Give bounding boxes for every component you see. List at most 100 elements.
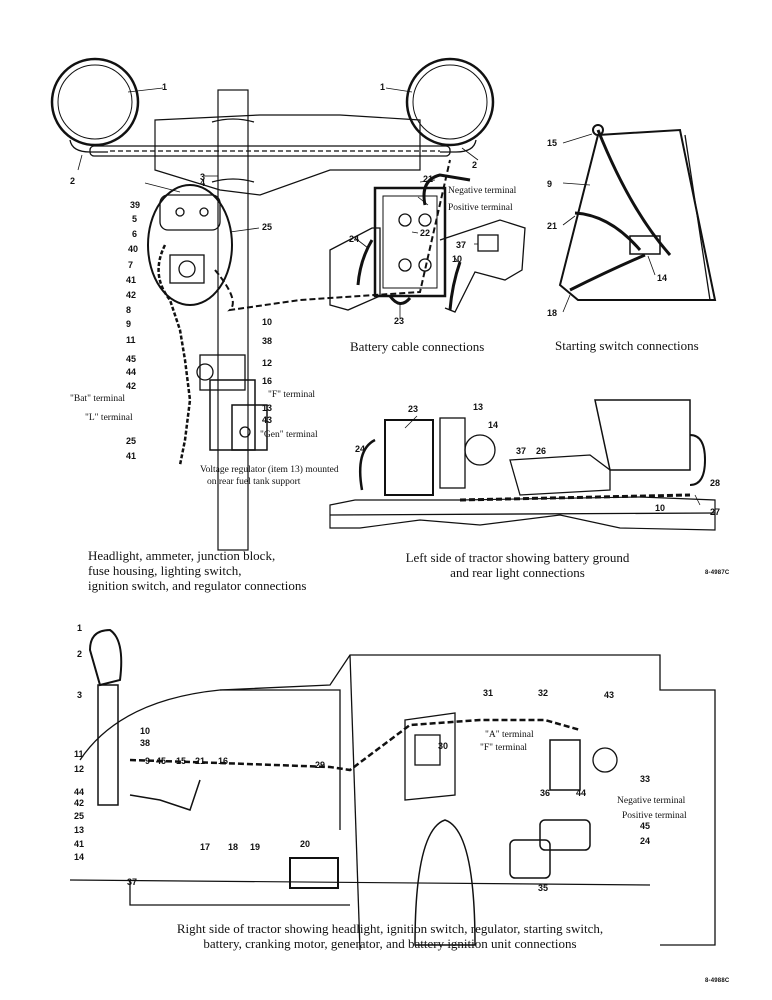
caption-line: Headlight, ammeter, junction block, xyxy=(88,548,276,563)
callout-number: 1 xyxy=(77,623,82,633)
callout-number: 12 xyxy=(262,358,272,368)
callout-number: 13 xyxy=(262,403,272,413)
terminal-note: Negative terminal xyxy=(617,796,686,806)
callout-number: 22 xyxy=(420,228,430,238)
callout-number: 10 xyxy=(262,317,272,327)
callout-number: 24 xyxy=(355,444,365,454)
callout-number: 25 xyxy=(74,811,84,821)
panel-left-side-drawing xyxy=(329,399,716,531)
callout-number: 18 xyxy=(228,842,238,852)
callout-number: 44 xyxy=(74,787,84,797)
callout-number: 10 xyxy=(655,503,665,513)
callout-number: 23 xyxy=(394,316,404,326)
callout-number: 24 xyxy=(349,234,359,244)
callout-number: 3 xyxy=(77,690,82,700)
callout-number: 18 xyxy=(547,308,557,318)
callout-number: 19 xyxy=(250,842,260,852)
caption-line: and rear light connections xyxy=(450,565,585,580)
callout-number: 42 xyxy=(126,290,136,300)
callout-number: 16 xyxy=(218,756,228,766)
callout-number: 38 xyxy=(140,738,150,748)
callout-number: 11 xyxy=(126,335,136,345)
callout-number: 44 xyxy=(126,367,136,377)
callout-number: 10 xyxy=(140,726,150,736)
callout-number: 37 xyxy=(127,877,137,887)
callout-number: 14 xyxy=(657,273,667,283)
callout-number: 13 xyxy=(473,402,483,412)
terminal-note: Negative terminal xyxy=(448,186,517,196)
caption-line: battery, cranking motor, generator, and … xyxy=(203,936,577,951)
callout-number: 6 xyxy=(132,229,137,239)
callout-number: 27 xyxy=(710,507,720,517)
terminal-note: "A" terminal xyxy=(485,730,534,740)
callout-number: 3 xyxy=(200,172,205,182)
callout-number: 21 xyxy=(547,221,557,231)
callout-number: 30 xyxy=(438,741,448,751)
callout-number: 7 xyxy=(128,260,133,270)
callout-number: 29 xyxy=(315,760,325,770)
callout-number: 40 xyxy=(128,244,138,254)
terminal-note: "Bat" terminal xyxy=(70,394,125,404)
callout-number: 21 xyxy=(195,756,205,766)
callout-number: 21 xyxy=(423,174,433,184)
starting-switch xyxy=(592,124,604,136)
callout-number: 14 xyxy=(74,852,84,862)
terminal-note: Voltage regulator (item 13) mounted xyxy=(200,464,339,475)
right-headlight xyxy=(405,57,495,147)
terminal-note: "L" terminal xyxy=(85,413,133,423)
caption-line: Right side of tractor showing headlight,… xyxy=(176,921,604,936)
figure-code-lower: 8-4988C xyxy=(705,978,730,984)
callout-number: 17 xyxy=(200,842,210,852)
callout-number: 35 xyxy=(538,883,548,893)
callout-number: 23 xyxy=(408,404,418,414)
callout-number: 10 xyxy=(452,254,462,264)
terminal-notes: "Bat" terminal "L" terminal "F" terminal "G… xyxy=(70,186,687,821)
callout-number: 12 xyxy=(74,764,84,774)
callout-number: 39 xyxy=(130,200,140,210)
caption-line: Left side of tractor showing battery gro… xyxy=(405,550,630,565)
callout-number: 13 xyxy=(74,825,84,835)
left-headlight xyxy=(50,57,140,147)
terminal-note: Positive terminal xyxy=(448,203,513,213)
callout-number: 1 xyxy=(162,82,167,92)
terminal-note: on rear fuel tank support xyxy=(207,476,301,487)
callout-number: 44 xyxy=(576,788,586,798)
caption-panel-4: Left side of tractor showing battery gro… xyxy=(385,550,650,580)
panel-starting-switch-drawing xyxy=(558,124,717,301)
callout-number: 14 xyxy=(488,420,498,430)
caption-panel-1: Headlight, ammeter, junction block, fuse… xyxy=(88,548,348,593)
callout-number: 1 xyxy=(380,82,385,92)
callout-number: 37 xyxy=(516,446,526,456)
callout-number: 26 xyxy=(536,446,546,456)
callout-number: 5 xyxy=(132,214,137,224)
callout-number: 36 xyxy=(540,788,550,798)
callout-number: 45 xyxy=(640,821,650,831)
callout-number: 41 xyxy=(126,451,136,461)
callout-number: 45 xyxy=(156,756,166,766)
terminal-note: "F" terminal xyxy=(268,390,315,400)
callout-number: 11 xyxy=(74,749,84,759)
callout-number: 8 xyxy=(126,305,131,315)
callout-number: 20 xyxy=(300,839,310,849)
callout-number: 38 xyxy=(262,336,272,346)
caption-panel-3: Starting switch connections xyxy=(555,338,699,353)
caption-panel-2: Battery cable connections xyxy=(350,339,485,354)
figure-code-upper: 8-4987C xyxy=(705,570,730,576)
callout-number: 9 xyxy=(126,319,131,329)
callout-number: 43 xyxy=(262,415,272,425)
callout-number: 24 xyxy=(640,836,650,846)
callout-number: 32 xyxy=(538,688,548,698)
callout-number: 28 xyxy=(710,478,720,488)
callout-number: 15 xyxy=(547,138,557,148)
terminal-note: "Gen" terminal xyxy=(260,430,318,440)
callout-number: 37 xyxy=(456,240,466,250)
callout-number: 31 xyxy=(483,688,493,698)
callout-number: 2 xyxy=(77,649,82,659)
callout-number: 4 xyxy=(200,178,205,188)
panel-right-side-drawing xyxy=(69,628,716,951)
terminal-note: "F" terminal xyxy=(480,743,527,753)
caption-panel-5: Right side of tractor showing headlight,… xyxy=(140,921,640,951)
battery xyxy=(373,186,447,298)
callout-number: 33 xyxy=(640,774,650,784)
